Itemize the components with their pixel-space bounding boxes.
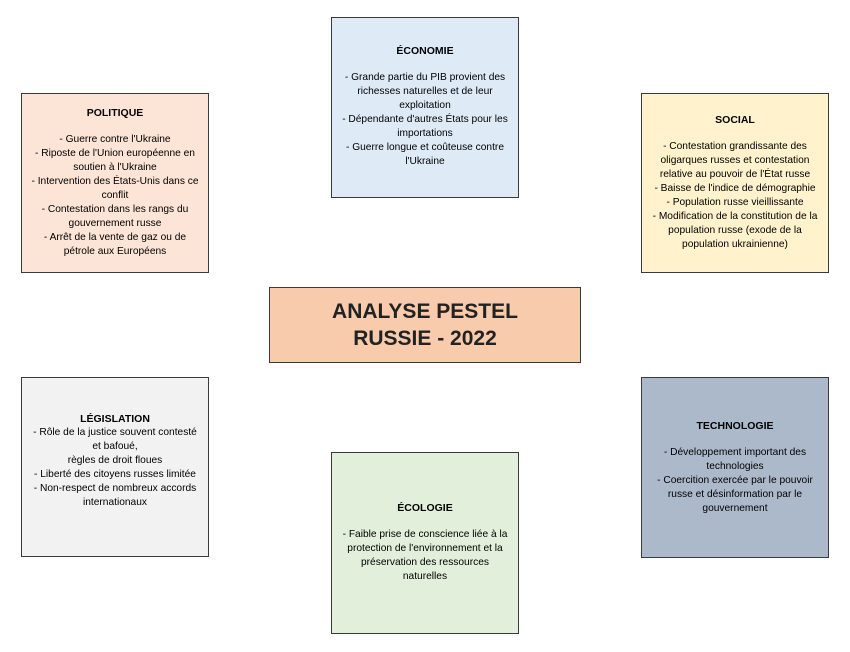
politique-title: POLITIQUE	[86, 107, 144, 119]
list-item: protection de l'environnement et la	[347, 543, 503, 554]
list-item: naturelles	[402, 571, 448, 582]
list-item: - Dépendante d'autres États pour les	[342, 114, 508, 125]
list-item: - Riposte de l'Union européenne en	[35, 148, 195, 159]
technologie-items: - Développement important des technologie…	[657, 446, 813, 516]
list-item: et bafoué,	[92, 441, 138, 452]
legislation-items: - Rôle de la justice souvent contesté et …	[33, 426, 197, 510]
list-item: - Grande partie du PIB provient des	[344, 72, 506, 83]
list-item: internationaux	[82, 497, 147, 508]
technologie-box: TECHNOLOGIE - Développement important de…	[641, 377, 829, 558]
list-item: - Liberté des citoyens russes limitée	[34, 469, 196, 480]
list-item: population russe (exode de la	[668, 225, 802, 236]
list-item: - Modification de la constitution de la	[652, 211, 818, 222]
list-item: - Non-respect de nombreux accords	[33, 483, 197, 494]
politique-box: POLITIQUE - Guerre contre l'Ukraine - Rip…	[21, 93, 209, 273]
list-item: gouvernement	[702, 503, 768, 514]
list-item: - Guerre contre l'Ukraine	[59, 134, 171, 145]
list-item: population ukrainienne)	[682, 239, 788, 250]
list-item: soutien à l'Ukraine	[73, 162, 157, 173]
list-item: - Rôle de la justice souvent contesté	[33, 427, 197, 438]
ecologie-title: ÉCOLOGIE	[397, 502, 453, 514]
social-title: SOCIAL	[715, 114, 755, 126]
list-item: richesses naturelles et de leur	[357, 86, 493, 97]
center-title-box: ANALYSE PESTEL RUSSIE - 2022	[269, 287, 581, 363]
list-item: relative au pouvoir de l'État russe	[659, 169, 811, 180]
legislation-title: LÉGISLATION	[80, 413, 150, 425]
list-item: l'Ukraine	[405, 156, 445, 167]
economie-box: ÉCONOMIE - Grande partie du PIB provient…	[331, 17, 519, 198]
social-items: - Contestation grandissante des oligarque…	[653, 140, 818, 252]
politique-items: - Guerre contre l'Ukraine - Riposte de l'…	[31, 133, 198, 259]
legislation-box: LÉGISLATION - Rôle de la justice souvent…	[21, 377, 209, 557]
list-item: - Contestation grandissante des	[663, 141, 807, 152]
center-title-line2: RUSSIE - 2022	[353, 327, 497, 350]
ecologie-items: - Faible prise de conscience liée à la pr…	[343, 528, 508, 584]
ecologie-box: ÉCOLOGIE - Faible prise de conscience li…	[331, 452, 519, 634]
list-item: préservation des ressources	[361, 557, 489, 568]
list-item: technologies	[706, 461, 764, 472]
list-item: importations	[397, 128, 453, 139]
list-item: oligarques russes et contestation	[660, 155, 810, 166]
list-item: exploitation	[399, 100, 451, 111]
list-item: - Guerre longue et coûteuse contre	[345, 142, 504, 153]
list-item: pétrole aux Européens	[63, 246, 167, 257]
list-item: - Baisse de l'indice de démographie	[654, 183, 816, 194]
economie-title: ÉCONOMIE	[396, 45, 454, 57]
list-item: - Développement important des	[663, 447, 807, 458]
list-item: règles de droit floues	[67, 455, 163, 466]
social-box: SOCIAL - Contestation grandissante des ol…	[641, 93, 829, 273]
economie-items: - Grande partie du PIB provient des riche…	[342, 71, 508, 169]
list-item: - Intervention des États-Unis dans ce	[31, 176, 199, 187]
technologie-title: TECHNOLOGIE	[696, 420, 774, 432]
center-title-line1: ANALYSE PESTEL	[332, 300, 518, 323]
list-item: - Faible prise de conscience liée à la	[342, 529, 508, 540]
list-item: russe et désinformation par le	[667, 489, 803, 500]
list-item: gouvernement russe	[68, 218, 162, 229]
list-item: - Contestation dans les rangs du	[41, 204, 189, 215]
list-item: - Population russe vieillissante	[666, 197, 804, 208]
list-item: - Arrêt de la vente de gaz ou de	[43, 232, 187, 243]
list-item: conflit	[101, 190, 129, 201]
list-item: - Coercition exercée par le pouvoir	[657, 475, 813, 486]
